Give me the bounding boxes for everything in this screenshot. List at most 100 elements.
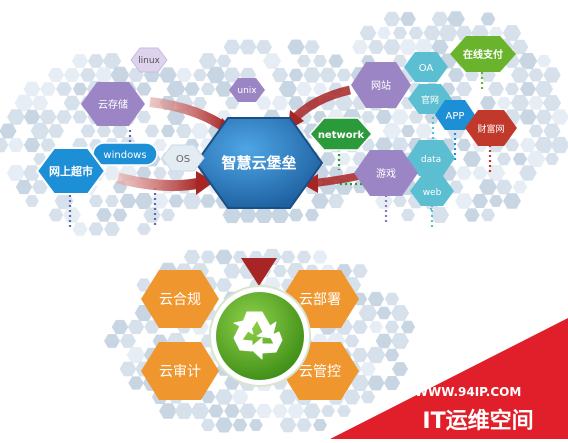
background-hexagon	[367, 291, 385, 307]
background-hexagon	[256, 40, 272, 54]
background-hexagon	[535, 109, 553, 125]
background-hexagon	[480, 12, 496, 26]
background-hexagon	[216, 54, 232, 68]
background-hexagon	[200, 194, 216, 208]
background-hexagon	[375, 110, 393, 124]
background-hexagon	[153, 167, 167, 179]
os-node: OS	[161, 144, 205, 172]
background-hexagon	[88, 222, 104, 236]
background-hexagon	[80, 124, 96, 138]
background-hexagon	[144, 320, 160, 334]
background-hexagon	[119, 361, 137, 377]
background-hexagon	[359, 25, 377, 41]
os-label: OS	[176, 154, 190, 165]
background-hexagon	[376, 306, 392, 320]
background-hexagon	[504, 138, 520, 152]
background-hexagon	[137, 223, 151, 235]
background-hexagon	[222, 206, 242, 224]
background-hexagon	[384, 292, 400, 306]
background-hexagon	[136, 82, 152, 96]
background-hexagon	[23, 109, 41, 125]
background-hexagon	[153, 139, 167, 151]
background-hexagon	[352, 348, 368, 362]
background-hexagon	[110, 66, 130, 84]
background-hexagon	[279, 417, 297, 433]
background-hexagon	[215, 389, 233, 405]
background-hexagon	[377, 27, 391, 39]
outcome-nodes: 云合规 云部署 云审计 云管控	[141, 270, 359, 400]
background-hexagon	[254, 207, 274, 223]
background-hexagon	[239, 403, 257, 419]
background-hexagon	[519, 109, 537, 125]
background-hexagon	[190, 403, 210, 419]
background-hexagon	[313, 419, 327, 431]
background-hexagon	[288, 68, 304, 82]
watermark-url: WWW.94IP.COM	[415, 385, 522, 399]
background-hexagon	[431, 39, 449, 55]
background-hexagon	[137, 110, 151, 124]
online-payment-label: 在线支付	[463, 48, 503, 61]
background-hexagon	[528, 96, 544, 110]
background-hexagon	[457, 138, 471, 152]
background-hexagon	[400, 320, 416, 334]
background-hexagon	[270, 207, 290, 223]
background-hexagon	[224, 96, 240, 110]
games-label: 游戏	[376, 167, 396, 180]
background-hexagon	[103, 165, 121, 181]
background-hexagon	[392, 26, 408, 40]
web-label: web	[423, 188, 442, 198]
cloud-compliance-node: 云合规	[141, 270, 219, 328]
background-hexagon	[430, 207, 450, 223]
background-hexagon	[337, 152, 351, 166]
unix-label: unix	[237, 86, 257, 96]
background-hexagon	[551, 109, 568, 125]
background-hexagon	[200, 250, 216, 264]
background-hexagon	[512, 180, 528, 194]
background-hexagon	[401, 208, 415, 222]
background-hexagon	[166, 109, 186, 125]
background-hexagon	[127, 319, 145, 335]
background-hexagon	[159, 67, 177, 83]
background-hexagon	[505, 82, 519, 96]
background-hexagon	[512, 152, 528, 166]
background-hexagon	[256, 96, 272, 110]
background-hexagon	[518, 53, 538, 69]
background-hexagon	[255, 404, 273, 418]
background-hexagon	[383, 11, 401, 27]
app-label: APP	[446, 111, 465, 122]
background-hexagon	[312, 250, 328, 264]
background-hexagon	[174, 403, 194, 419]
background-hexagon	[463, 151, 481, 167]
cloud-deployment-label: 云部署	[299, 292, 341, 308]
background-hexagon	[438, 24, 458, 42]
background-hexagon	[510, 95, 530, 111]
recycle-icon	[209, 285, 311, 387]
background-hexagon	[47, 68, 65, 82]
background-hexagon	[200, 418, 216, 432]
background-hexagon	[472, 166, 488, 180]
background-hexagon	[479, 179, 497, 195]
background-hexagon	[287, 39, 305, 55]
background-hexagon	[337, 405, 351, 417]
cloud-storage-label: 云存储	[98, 98, 128, 111]
background-hexagon	[343, 389, 361, 405]
background-hexagon	[175, 124, 193, 138]
background-hexagon	[526, 150, 546, 168]
background-hexagon	[198, 53, 218, 69]
background-hexagon	[350, 375, 370, 391]
background-hexagon	[321, 405, 335, 417]
background-hexagon	[15, 179, 33, 195]
background-hexagon	[224, 404, 240, 418]
background-hexagon	[297, 55, 311, 67]
background-hexagon	[0, 123, 17, 139]
background-hexagon	[63, 207, 81, 223]
windows-node: windows	[92, 142, 158, 166]
data-node: data	[407, 140, 455, 176]
background-hexagon	[391, 109, 409, 125]
background-hexagon	[358, 304, 378, 322]
background-hexagon	[303, 67, 321, 83]
background-hexagon	[288, 96, 304, 110]
background-hexagon	[56, 82, 72, 96]
background-hexagon	[447, 11, 465, 27]
background-hexagon	[303, 403, 321, 419]
